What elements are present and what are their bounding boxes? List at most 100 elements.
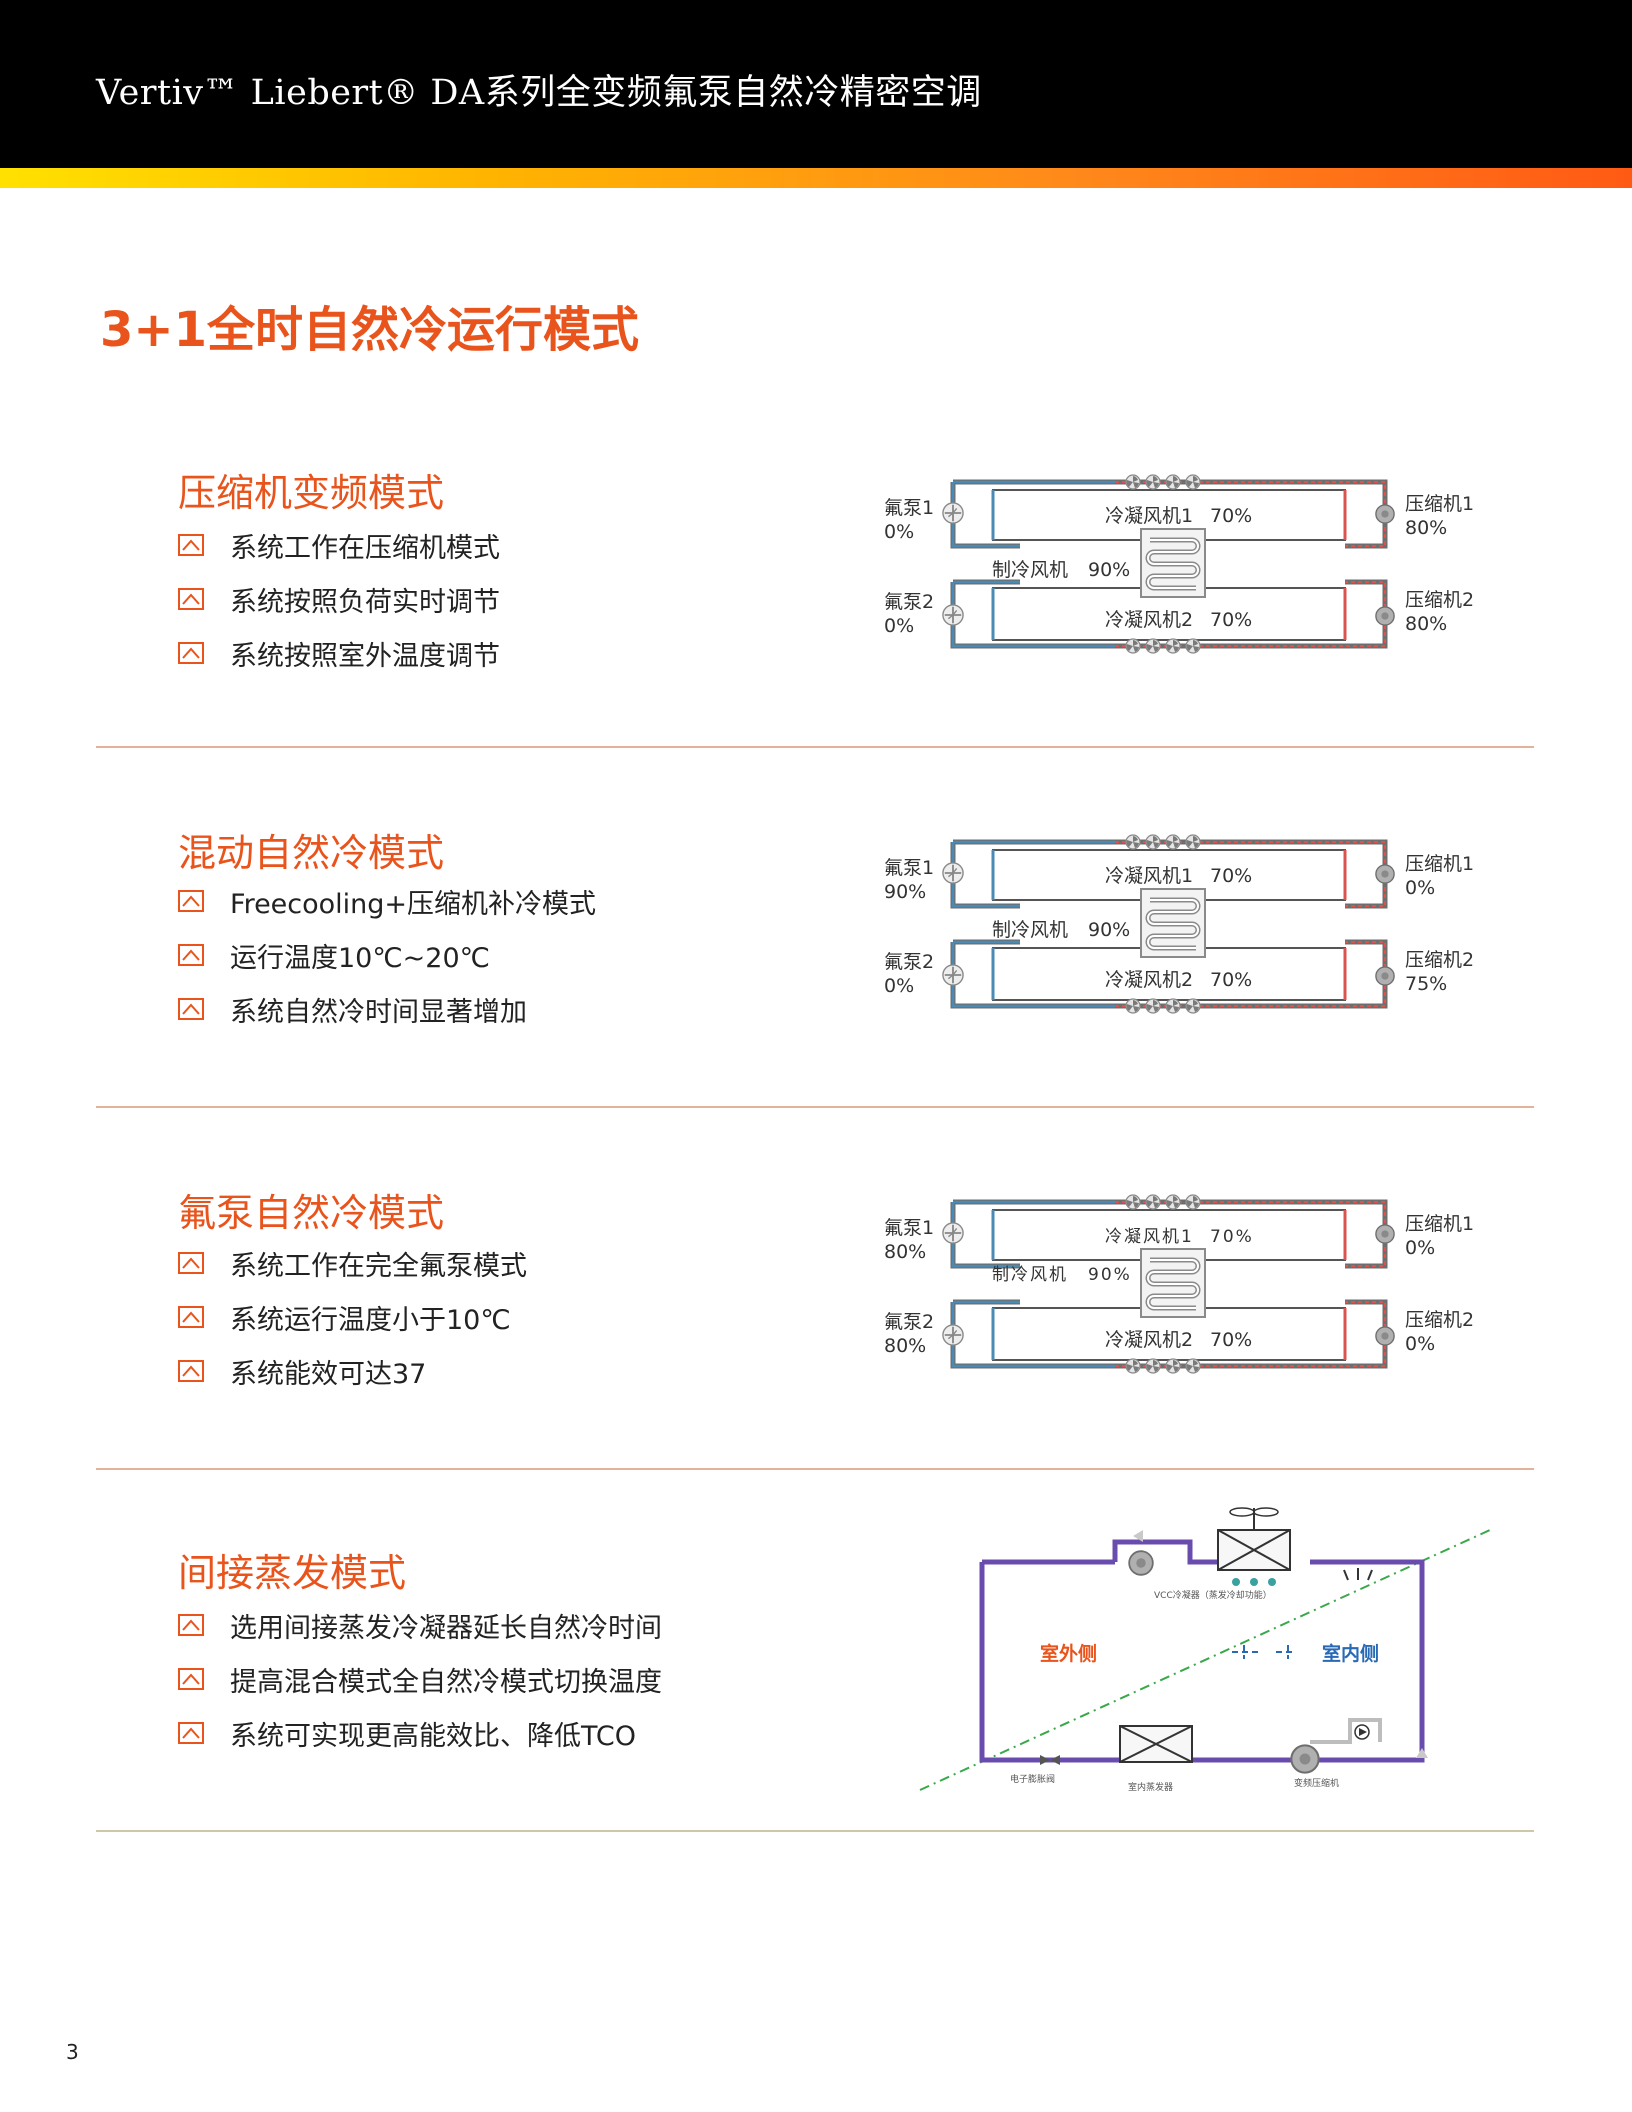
section-title-indirect-evaporative-mode: 间接蒸发模式 [178,1551,407,1595]
bullet-text: 系统按照室外温度调节 [230,640,500,672]
pump2-label: 氟泵2 [884,1311,934,1333]
pump1-label: 氟泵1 [884,1217,934,1239]
compressor2-label: 压缩机2 [1405,949,1474,971]
bullet-text: Freecooling+压缩机补冷模式 [230,888,597,920]
bullet-list-pump-mode: 系统工作在完全氟泵模式 系统运行温度小于10℃ 系统能效可达37 [178,1236,527,1398]
condenser-fan2-label: 冷凝风机2 [1105,969,1193,991]
condenser-fan2-label: 冷凝风机2 [1105,1329,1193,1351]
bullet-text: 系统自然冷时间显著增加 [230,996,527,1028]
fan-icon [1185,1194,1201,1210]
compressor-icon [1375,1326,1395,1346]
bullet-list-hybrid-mode: Freecooling+压缩机补冷模式 运行温度10℃~20℃ 系统自然冷时间显… [178,874,596,1036]
fan-icon [1125,998,1141,1014]
diagram-pump-mode: 氟泵1 80% 氟泵2 80% 冷凝风机1 70% 冷凝风机2 70% 制冷风机… [884,1194,1474,1374]
condenser-fan1-value: 70% [1210,505,1252,527]
condenser-fan2-value: 70% [1210,969,1252,991]
bullet-arrow-icon [178,1360,204,1382]
bullet-item: 系统运行温度小于10℃ [178,1290,527,1344]
fan-icon [1145,834,1161,850]
compressor2-value: 0% [1405,1333,1435,1355]
condenser-pump-icon [1128,1550,1154,1576]
fan-icon [1165,638,1181,654]
fan-icon [1125,474,1141,490]
bullet-item: 系统工作在完全氟泵模式 [178,1236,527,1290]
cooling-fan-value: 90% [1088,919,1130,941]
bullet-item: 运行温度10℃~20℃ [178,928,596,982]
variable-speed-compressor-label: 变频压缩机 [1294,1777,1339,1789]
fan-icon [1165,1194,1181,1210]
cooling-fan-label: 制冷风机 [992,919,1068,941]
bullet-text: 运行温度10℃~20℃ [230,942,490,974]
condenser-fan1-value: 70% [1210,1227,1254,1247]
section-divider [96,1468,1534,1470]
evaporative-circuit-diagram: VCC冷凝器（蒸发冷却功能） 室外侧 室内侧 电子膨胀阀 室内蒸发器 变频压缩机 [919,1507,1491,1793]
expansion-valve-label: 电子膨胀阀 [1010,1773,1055,1785]
variable-speed-compressor-icon [1290,1744,1320,1774]
fan-icon [1185,638,1201,654]
indoor-evaporator-label: 室内蒸发器 [1128,1781,1173,1793]
pump1-label: 氟泵1 [884,497,934,519]
cooling-fan-value: 90% [1088,559,1130,581]
indoor-side-label: 室内侧 [1322,1642,1379,1665]
pump2-value: 80% [884,1335,926,1357]
bullet-item: 提高混合模式全自然冷模式切换温度 [178,1652,662,1706]
bullet-item: 系统按照室外温度调节 [178,626,500,680]
compressor1-value: 80% [1405,517,1447,539]
condenser-fan1-label: 冷凝风机1 [1105,505,1193,527]
compressor1-label: 压缩机1 [1405,853,1474,875]
document-title: Vertiv™ Liebert® DA系列全变频氟泵自然冷精密空调 [96,73,982,113]
fan-icon [1125,638,1141,654]
condenser-fan2-label: 冷凝风机2 [1105,609,1193,631]
pump-icon [942,502,964,524]
diagram-hybrid-mode: 氟泵1 90% 氟泵2 0% 冷凝风机1 70% 冷凝风机2 70% 制冷风机 … [884,834,1474,1014]
header-gradient-stripe [0,168,1632,188]
pump1-value: 90% [884,881,926,903]
bullet-item: 系统工作在压缩机模式 [178,518,500,572]
bullet-text: 系统按照负荷实时调节 [230,586,500,618]
cooling-fan-label: 制冷风机 [992,1265,1068,1285]
cooling-fan-label: 制冷风机 [992,559,1068,581]
cooling-circuit-diagram: 氟泵1 80% 氟泵2 80% 冷凝风机1 70% 冷凝风机2 70% 制冷风机… [884,1194,1474,1374]
compressor2-label: 压缩机2 [1405,589,1474,611]
condenser-fan1-value: 70% [1210,865,1252,887]
bullet-arrow-icon [178,642,204,664]
fan-icon [1165,834,1181,850]
compressor-icon [1375,966,1395,986]
section-divider [96,1106,1534,1108]
pump2-value: 0% [884,615,914,637]
bullet-arrow-icon [178,1252,204,1274]
pump-icon [942,1222,964,1244]
bullet-arrow-icon [178,1306,204,1328]
fan-icon [1185,1358,1201,1374]
header-bar-black: Vertiv™ Liebert® DA系列全变频氟泵自然冷精密空调 [0,0,1632,168]
compressor1-label: 压缩机1 [1405,493,1474,515]
page-number: 3 [66,2040,79,2064]
fan-icon [1185,474,1201,490]
bullet-item: 选用间接蒸发冷凝器延长自然冷时间 [178,1598,662,1652]
evaporator-coil-icon [1141,1249,1205,1317]
section-divider [96,1830,1534,1832]
diagram-indirect-evaporative: VCC冷凝器（蒸发冷却功能） 室外侧 室内侧 电子膨胀阀 室内蒸发器 变频压缩机 [919,1507,1491,1793]
condenser-fan2-value: 70% [1210,1329,1252,1351]
bullet-arrow-icon [178,890,204,912]
bullet-item: 系统自然冷时间显著增加 [178,982,596,1036]
pump2-label: 氟泵2 [884,951,934,973]
fan-icon [1125,834,1141,850]
pump-icon [942,964,964,986]
bullet-item: 系统可实现更高能效比、降低TCO [178,1706,662,1760]
evaporator-coil-icon [1141,889,1205,957]
bullet-item: Freecooling+压缩机补冷模式 [178,874,596,928]
bullet-arrow-icon [178,944,204,966]
pump1-label: 氟泵1 [884,857,934,879]
pump-icon [942,1324,964,1346]
fan-icon [1185,834,1201,850]
section-title-compressor-mode: 压缩机变频模式 [178,471,445,515]
cooling-fan-value: 90% [1088,1265,1132,1285]
bullet-item: 系统按照负荷实时调节 [178,572,500,626]
compressor-icon [1375,1224,1395,1244]
cooling-circuit-diagram: 氟泵1 90% 氟泵2 0% 冷凝风机1 70% 冷凝风机2 70% 制冷风机 … [884,834,1474,1014]
fan-icon [1165,998,1181,1014]
cooling-circuit-diagram: 氟泵1 0% 氟泵2 0% 冷凝风机1 70% 冷凝风机2 70% 制冷风机 9… [884,474,1474,654]
bullet-text: 提高混合模式全自然冷模式切换温度 [230,1666,662,1698]
fan-icon [1145,1358,1161,1374]
